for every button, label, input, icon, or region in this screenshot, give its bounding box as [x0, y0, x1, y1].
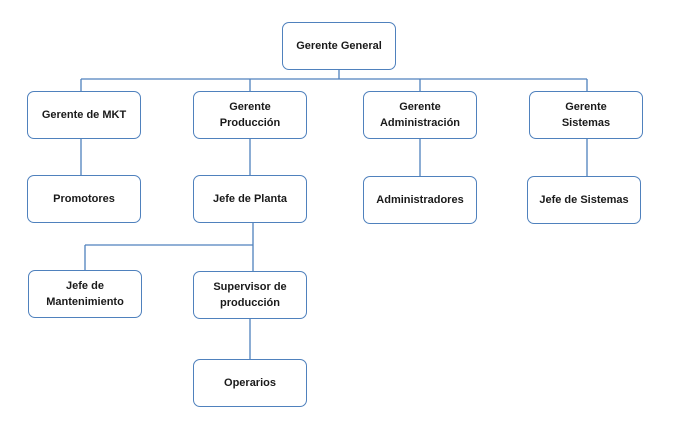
node-label-line: Administración — [379, 117, 461, 129]
node-label-line: Jefe de — [66, 280, 104, 292]
node-label-line: Gerente General — [296, 40, 382, 52]
node-label-line: Promotores — [53, 193, 115, 205]
node-label-line: Producción — [219, 117, 281, 129]
node-label-line: Sistemas — [561, 117, 611, 129]
node-operarios: Operarios — [193, 359, 307, 407]
node-label-line: Operarios — [224, 377, 276, 389]
node-jefe-sistemas: Jefe de Sistemas — [527, 176, 641, 224]
node-jefe-mantenimiento: Jefe de Mantenimiento — [28, 270, 142, 318]
node-gerente-general: Gerente General — [282, 22, 396, 70]
node-label-line: Mantenimiento — [46, 296, 124, 308]
node-jefe-planta: Jefe de Planta — [193, 175, 307, 223]
node-gerente-mkt: Gerente de MKT — [27, 91, 141, 139]
node-label-line: Gerente — [565, 101, 607, 113]
node-gerente-administracion: Gerente Administración — [363, 91, 477, 139]
node-administradores: Administradores — [363, 176, 477, 224]
node-label-line: Jefe de Sistemas — [539, 194, 629, 206]
node-supervisor-produccion: Supervisor de producción — [193, 271, 307, 319]
node-label-line: producción — [220, 297, 280, 309]
node-label-line: Gerente de MKT — [41, 109, 127, 121]
node-gerente-produccion: Gerente Producción — [193, 91, 307, 139]
node-label-line: Jefe de Planta — [213, 193, 287, 205]
node-gerente-sistemas: Gerente Sistemas — [529, 91, 643, 139]
node-label-line: Gerente — [399, 101, 441, 113]
node-label-line: Supervisor de — [213, 281, 287, 293]
node-label-line: Gerente — [229, 101, 271, 113]
node-label-line: Administradores — [376, 194, 464, 206]
node-promotores: Promotores — [27, 175, 141, 223]
